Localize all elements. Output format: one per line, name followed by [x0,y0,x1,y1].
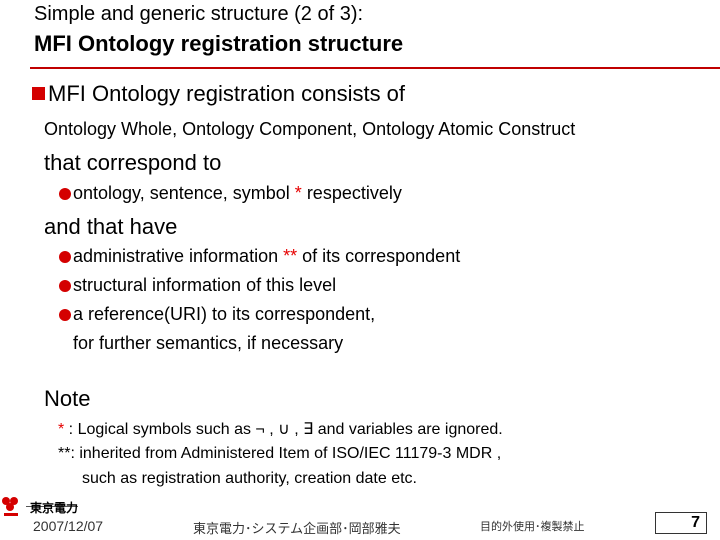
have-item-2: structural information of this level [59,275,336,296]
slide-title: MFI Ontology registration structure [34,31,404,56]
company-logo-icon [2,497,78,516]
intro-text: MFI Ontology registration consists of [48,81,406,106]
have-item-text: a reference(URI) to its correspondent, [73,304,376,324]
have-item-3: a reference(URI) to its correspondent, [59,304,375,325]
note-star-2-continuation: such as registration authority, creation… [82,470,417,487]
respectively-suffix: respectively [301,183,402,203]
respectively-text: ontology, sentence, symbol [73,183,295,203]
double-asterisk-mark: ** [58,445,71,462]
round-bullet-icon [59,280,71,292]
round-bullet-icon [59,188,71,200]
round-bullet-icon [59,309,71,321]
note-star-1-text: : Logical symbols such as ¬ , ∪ , ∃ and … [64,421,503,438]
title-divider [30,67,720,69]
note-heading: Note [44,386,91,411]
have-item-text: administrative information [73,246,284,266]
square-bullet-icon [32,87,45,100]
footer-date: 2007/12/07 [33,518,104,534]
have-item-suffix: of its correspondent [297,246,461,266]
have-item-continuation: for further semantics, if necessary [73,333,344,353]
footer-confidential-notice: 目的外使用･複製禁止 [480,520,585,533]
and-have-text: and that have [44,214,178,239]
page-number: 7 [655,512,707,534]
slide-subtitle: Simple and generic structure (2 of 3): [34,3,364,25]
have-item-1: administrative information ** of its cor… [59,246,460,267]
note-star-2: **: inherited from Administered Item of … [58,445,501,463]
asterisk-mark: * [58,421,65,438]
company-logo-text: 東京電力 [30,501,79,515]
correspond-text: that correspond to [44,150,222,175]
footer-organization: 東京電力･システム企画部･岡部雅夫 [193,522,401,537]
have-item-text: structural information of this level [73,275,337,295]
round-bullet-icon [59,251,71,263]
note-star-2-text: : inherited from Administered Item of IS… [70,445,502,462]
note-star-1: * : Logical symbols such as ¬ , ∪ , ∃ an… [58,419,503,439]
respectively-line: ontology, sentence, symbol * respectivel… [59,183,402,204]
double-asterisk-mark: ** [283,246,298,266]
asterisk-mark: * [294,183,302,203]
components-text: Ontology Whole, Ontology Component, Onto… [44,119,576,139]
